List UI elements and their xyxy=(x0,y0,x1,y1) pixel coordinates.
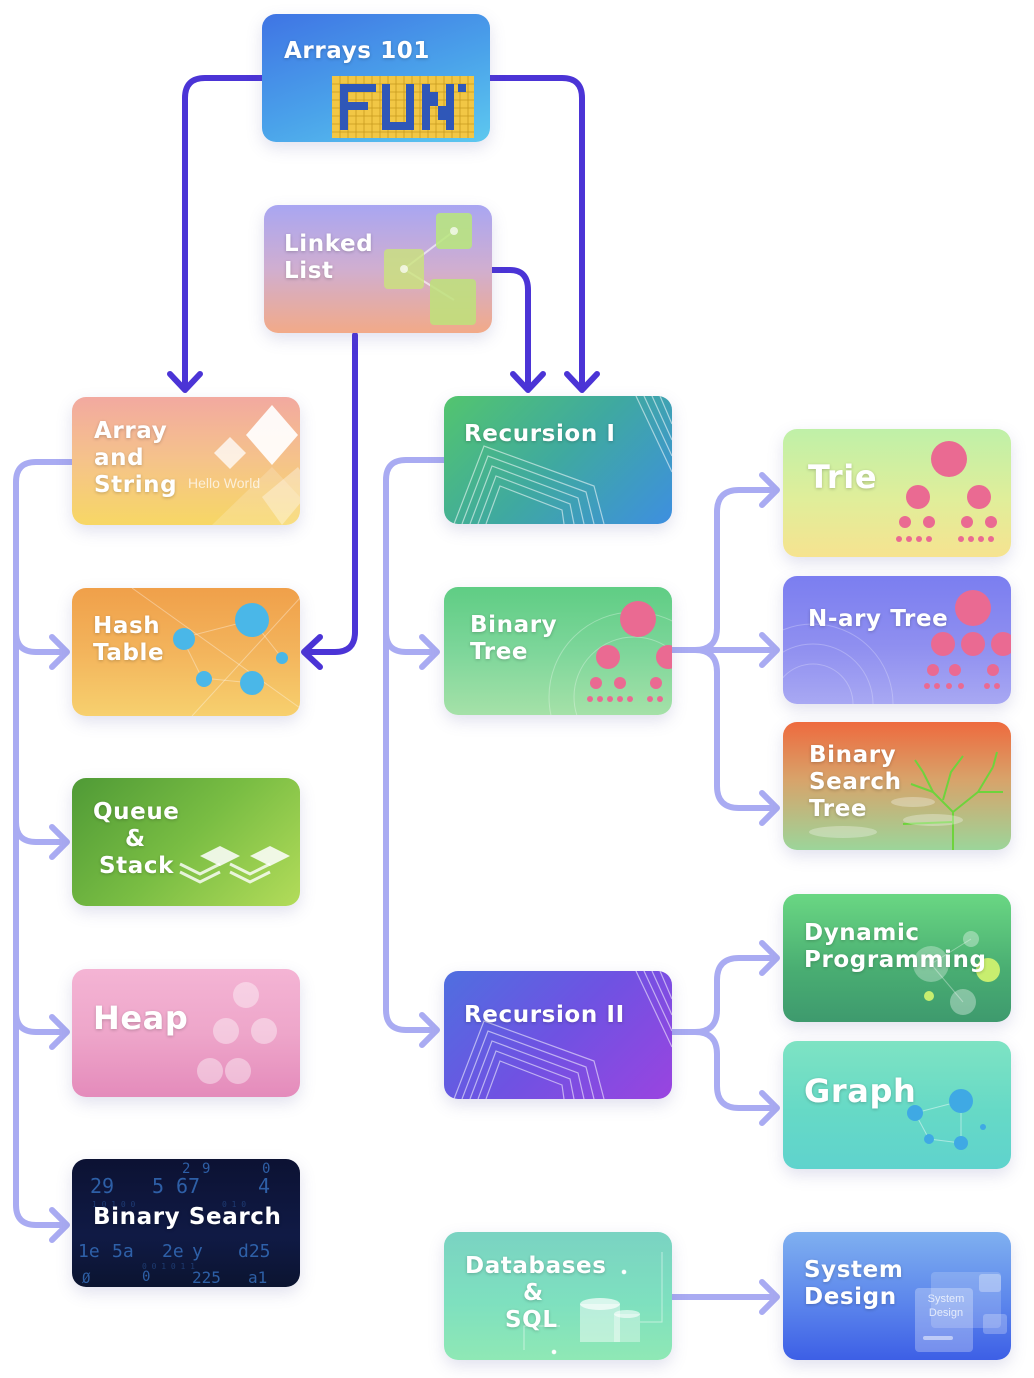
svg-text:0: 0 xyxy=(142,1269,150,1285)
card-linked-list[interactable]: Linked List xyxy=(264,205,492,333)
nary-nodes-icon xyxy=(783,590,1011,704)
card-hash-table[interactable]: Hash Table xyxy=(72,588,300,716)
fun-pixel-icon xyxy=(332,76,474,138)
svg-text:67: 67 xyxy=(176,1174,200,1198)
branch-tree-icon xyxy=(809,751,1003,850)
svg-text:2e: 2e xyxy=(162,1241,184,1262)
graph-nodes-icon xyxy=(907,1089,986,1150)
card-title: Graph xyxy=(804,1072,917,1110)
card-title: Heap xyxy=(93,999,189,1037)
card-title: Recursion II xyxy=(464,1002,625,1028)
svg-text:5a: 5a xyxy=(112,1241,134,1262)
card-title: Dynamic Programming xyxy=(804,920,987,973)
svg-text:2: 2 xyxy=(182,1161,190,1177)
linked-nodes-icon xyxy=(384,213,476,325)
arrow-linkedlist-to-recursion1 xyxy=(487,267,531,391)
arrowhead xyxy=(167,371,203,393)
nested-lines-icon xyxy=(453,396,672,524)
arrowhead xyxy=(510,371,546,393)
svg-text:Ø: Ø xyxy=(82,1271,91,1287)
layers-icon xyxy=(179,846,290,884)
card-title: Linked List xyxy=(284,231,374,284)
svg-text:225: 225 xyxy=(192,1268,221,1287)
card-title: Binary Search xyxy=(93,1204,282,1230)
card-recursion-i[interactable]: Recursion I xyxy=(444,396,672,524)
trie-nodes-icon xyxy=(896,441,997,542)
svg-text:0: 0 xyxy=(262,1161,270,1177)
system-design-watermark: System Design xyxy=(927,1293,965,1319)
card-title: Arrays 101 xyxy=(284,38,430,64)
card-title: Binary Search Tree xyxy=(809,742,902,822)
arrowhead xyxy=(301,634,323,670)
card-title: Trie xyxy=(808,458,878,496)
database-icon xyxy=(523,1252,663,1355)
nested-lines-icon xyxy=(453,971,672,1099)
card-recursion-ii[interactable]: Recursion II xyxy=(444,971,672,1099)
svg-text:1 0 1 0 0: 1 0 1 0 0 xyxy=(92,1200,136,1209)
hello-world-watermark: Hello World xyxy=(188,475,261,491)
arrow-recursion1-spine xyxy=(383,457,447,1033)
bubbles-icon xyxy=(131,588,300,716)
card-graph[interactable]: Graph xyxy=(783,1041,1011,1169)
card-arrays-101[interactable]: Arrays 101 xyxy=(262,14,490,142)
arrow-arraystring-spine xyxy=(13,459,75,1228)
card-binary-tree[interactable]: Binary Tree xyxy=(444,587,672,715)
card-array-and-string[interactable]: Hello World Array and String xyxy=(72,397,300,525)
card-heap[interactable]: Heap xyxy=(72,969,300,1097)
card-dynamic-programming[interactable]: Dynamic Programming xyxy=(783,894,1011,1022)
svg-text:4: 4 xyxy=(258,1174,270,1198)
svg-text:0 0 1 0 1 1: 0 0 1 0 1 1 xyxy=(142,1262,195,1271)
card-queue-and-stack[interactable]: Queue & Stack xyxy=(72,778,300,906)
card-title: System Design xyxy=(804,1257,904,1310)
svg-text:d25: d25 xyxy=(238,1241,271,1262)
card-title: Databases & SQL xyxy=(465,1253,607,1333)
card-title: Binary Tree xyxy=(470,612,558,665)
arrow-arrays-to-recursion1 xyxy=(487,75,585,391)
card-binary-search-tree[interactable]: Binary Search Tree xyxy=(783,722,1011,850)
svg-text:1e: 1e xyxy=(78,1241,100,1262)
arrowhead xyxy=(564,371,600,393)
card-trie[interactable]: Trie xyxy=(783,429,1011,557)
system-design-panels-icon xyxy=(915,1272,1007,1352)
arrow-binarytree-branches xyxy=(667,487,779,653)
card-title: Array and String xyxy=(94,418,178,498)
heap-bubbles-icon xyxy=(197,982,277,1084)
card-title: N-ary Tree xyxy=(808,606,949,632)
arrow-linkedlist-to-hashtable xyxy=(303,332,358,655)
svg-text:29: 29 xyxy=(90,1174,114,1198)
card-title: Recursion I xyxy=(464,421,616,447)
svg-text:5: 5 xyxy=(152,1174,164,1198)
svg-text:a1: a1 xyxy=(248,1268,267,1287)
svg-text:9: 9 xyxy=(202,1161,210,1177)
svg-text:0 1 0: 0 1 0 xyxy=(222,1200,246,1209)
card-system-design[interactable]: System Design System Design xyxy=(783,1232,1011,1360)
dots-icon xyxy=(913,931,1000,1015)
card-n-ary-tree[interactable]: N-ary Tree xyxy=(783,576,1011,704)
card-title: Hash Table xyxy=(93,613,165,666)
diamond-shapes-icon xyxy=(212,405,300,525)
tree-nodes-icon xyxy=(548,601,672,715)
svg-text:y: y xyxy=(192,1241,203,1262)
card-databases-and-sql[interactable]: Databases & SQL xyxy=(444,1232,672,1360)
card-title: Queue & Stack xyxy=(93,799,180,879)
arrow-recursion2-branches xyxy=(667,955,779,1035)
arrow-arrays-to-arraystring xyxy=(182,75,265,391)
